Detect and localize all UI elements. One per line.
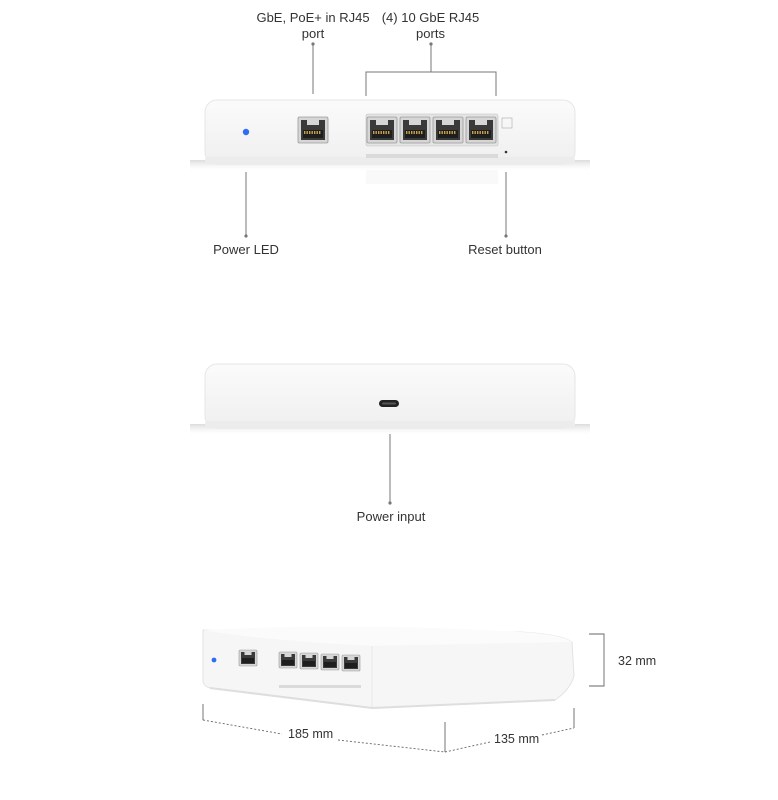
height-dimension-label: 32 mm <box>618 654 657 668</box>
front-reflection <box>366 170 498 184</box>
perspective-port-2 <box>278 651 298 669</box>
ten-gbe-port-3 <box>399 116 431 144</box>
ten-gbe-ports-label: (4) 10 GbE RJ45 ports <box>368 10 493 42</box>
front-leader-lines <box>244 42 508 238</box>
perspective-power-led <box>211 657 217 663</box>
ten-gbe-port-2 <box>366 116 398 144</box>
ten-gbe-port-bank <box>365 113 499 147</box>
poe-in-port <box>297 116 329 144</box>
back-device-base <box>205 421 575 428</box>
poe-port-label-line1: GbE, PoE+ in RJ45 <box>256 10 370 25</box>
perspective-port-3 <box>299 652 319 670</box>
power-led-label: Power LED <box>213 242 279 257</box>
front-device-base <box>205 157 575 164</box>
back-view <box>190 363 590 436</box>
ten-gbe-port-5 <box>465 116 497 144</box>
ten-gbe-label-line1: (4) 10 GbE RJ45 <box>381 10 480 25</box>
back-leader-lines <box>388 434 392 505</box>
back-device-body <box>204 363 576 429</box>
perspective-led-strip <box>279 685 361 688</box>
dimension-lines <box>202 633 605 753</box>
port-legend-icon <box>501 117 513 129</box>
perspective-view <box>202 626 575 710</box>
power-input-label: Power input <box>356 509 426 524</box>
perspective-poe-port <box>238 649 258 667</box>
perspective-top-face <box>203 626 572 646</box>
width-dimension-label: 185 mm <box>288 727 334 741</box>
perspective-port-5 <box>341 654 361 672</box>
power-led <box>242 128 250 136</box>
reset-button-label: Reset button <box>468 242 542 257</box>
port-led-strip <box>366 154 498 158</box>
poe-port-label-line2: port <box>301 26 325 41</box>
ten-gbe-label-line2: ports <box>416 26 445 41</box>
depth-dimension-label: 135 mm <box>494 732 540 746</box>
ten-gbe-port-4 <box>432 116 464 144</box>
perspective-port-4 <box>320 653 340 671</box>
poe-port-label: GbE, PoE+ in RJ45 port <box>248 10 378 42</box>
front-view <box>190 99 590 184</box>
reset-button <box>504 150 508 154</box>
